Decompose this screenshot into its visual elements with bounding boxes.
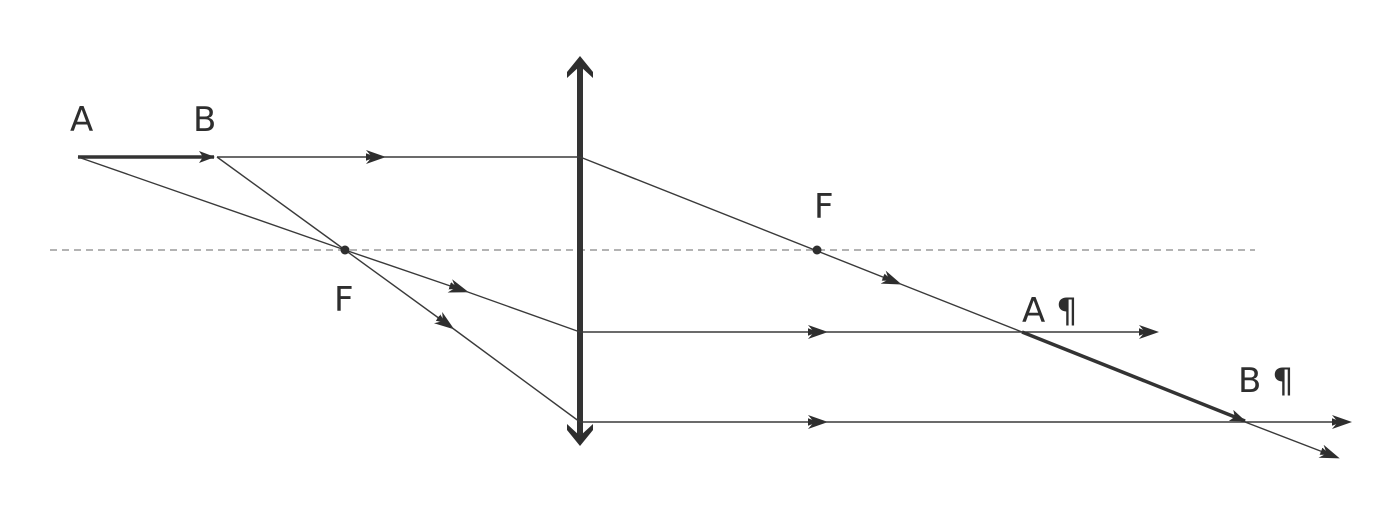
converging-lens (567, 56, 593, 446)
label-B-prime: B ¶ (1238, 361, 1294, 401)
image-arrow (1021, 330, 1246, 423)
label-A-prime: A ¶ (1022, 291, 1078, 331)
focal-point-left (340, 245, 350, 255)
ray-through-F-from-A (77, 156, 1155, 332)
label-A: A (70, 100, 93, 140)
label-B: B (193, 100, 216, 140)
focal-point-right (812, 245, 822, 255)
lens-bottom-arrow-icon (567, 424, 593, 446)
ray-parallel-from-B (217, 157, 1023, 333)
ray-continuation (1244, 421, 1336, 457)
label-F-right: F (814, 187, 834, 227)
lens-top-arrow-icon (567, 56, 593, 78)
ray-through-F-from-B (216, 156, 1348, 422)
label-F-left: F (334, 280, 354, 320)
